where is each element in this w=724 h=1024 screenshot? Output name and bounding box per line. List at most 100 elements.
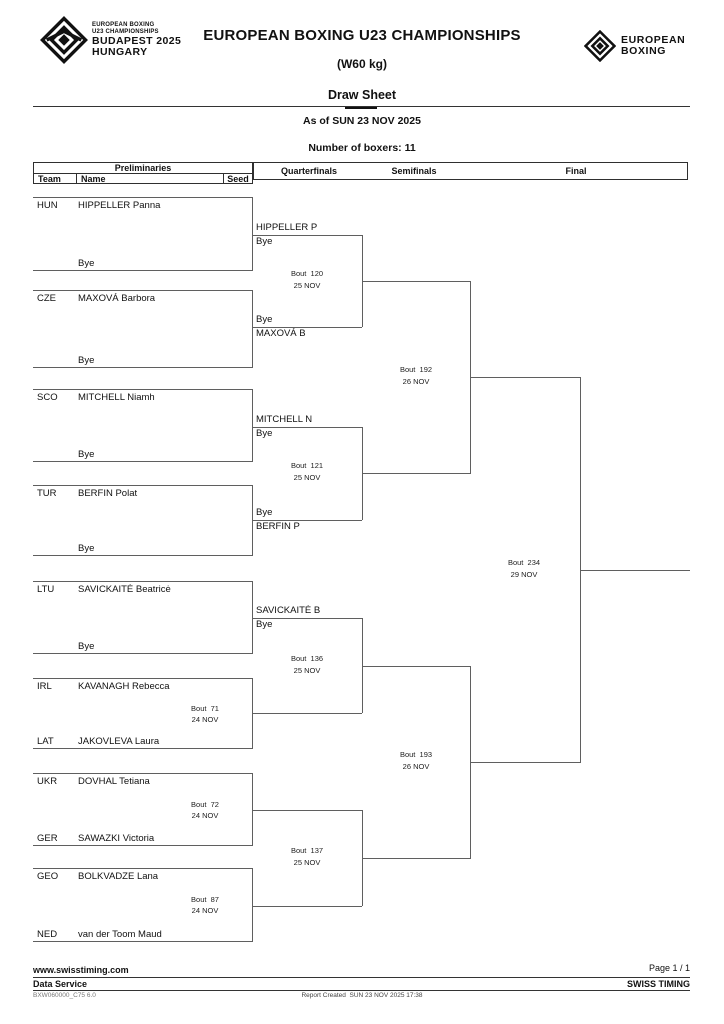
qf-boxer-label: SAVICKAITĖ B xyxy=(256,605,321,616)
header-divider xyxy=(76,174,77,184)
bout-date: 25 NOV xyxy=(293,473,321,482)
boxer-name: BOLKVADZE Lana xyxy=(78,871,159,882)
qf-boxer-label: HIPPELLER P xyxy=(256,222,318,233)
bye-label: Bye xyxy=(78,258,95,269)
left-logo-line2: U23 CHAMPIONSHIPS xyxy=(92,29,159,35)
col-quarterfinals: Quarterfinals xyxy=(280,166,338,176)
bye-label: Bye xyxy=(78,641,95,652)
bout-info: Bout 87 24 NOV xyxy=(175,894,235,916)
bout-number: Bout 71 xyxy=(191,703,219,713)
bracket-line xyxy=(362,473,470,474)
weight-class: (W60 kg) xyxy=(336,57,387,71)
team-code: LTU xyxy=(37,584,55,595)
team-code: UKR xyxy=(37,776,58,787)
bracket-line xyxy=(362,858,470,859)
bracket-line xyxy=(470,377,580,378)
bout-info-qf1: Bout 120 25 NOV xyxy=(267,268,347,292)
footer-rule xyxy=(33,990,690,991)
bracket-line xyxy=(253,713,362,714)
bout-date: 24 NOV xyxy=(191,906,219,915)
footer-report-created: Report Created SUN 23 NOV 2025 17:38 xyxy=(301,992,423,999)
qf-bye-label: Bye xyxy=(256,428,273,439)
as-of-date: As of SUN 23 NOV 2025 xyxy=(303,115,421,127)
bout-date: 25 NOV xyxy=(293,858,321,867)
page-title: EUROPEAN BOXING U23 CHAMPIONSHIPS xyxy=(203,27,521,44)
bout-info-qf4: Bout 137 25 NOV xyxy=(267,845,347,869)
bracket-line xyxy=(362,666,470,667)
boxer-name: MITCHELL Niamh xyxy=(78,392,155,403)
footer-website: www.swisstiming.com xyxy=(33,965,129,975)
diamond-logo-icon xyxy=(40,16,88,64)
footer-swiss-timing: SWISS TIMING xyxy=(627,979,690,989)
bracket-line xyxy=(470,762,580,763)
bout-date: 24 NOV xyxy=(191,810,219,820)
bracket-line xyxy=(362,281,470,282)
header-divider xyxy=(223,174,224,184)
right-logo-line2: BOXING xyxy=(621,45,667,57)
boxer-name: JAKOVLEVA Laura xyxy=(78,736,160,747)
bout-number: Bout 192 xyxy=(399,365,433,374)
qf-bye-label: Bye xyxy=(256,619,273,630)
team-code: SCO xyxy=(37,392,58,403)
bracket-line xyxy=(253,327,362,328)
col-seed: Seed xyxy=(227,174,249,184)
european-boxing-logo: EUROPEAN BOXING xyxy=(584,30,685,62)
boxer-name: DOVHAL Tetiana xyxy=(78,776,150,787)
bye-label: Bye xyxy=(78,543,95,554)
bout-info-qf3: Bout 136 25 NOV xyxy=(267,653,347,677)
right-logo-line1: EUROPEAN xyxy=(621,34,686,46)
prelim-pair-2: CZE MAXOVÁ Barbora Bye xyxy=(33,290,253,368)
prelim-pair-7: UKR DOVHAL Tetiana GER SAWAZKI Victoria … xyxy=(33,773,253,846)
bout-date: 25 NOV xyxy=(293,666,321,675)
sheet-type: Draw Sheet xyxy=(327,88,397,102)
qf-boxer-label: BERFIN P xyxy=(256,521,300,532)
header-rule xyxy=(33,106,690,107)
boxer-name: KAVANAGH Rebecca xyxy=(78,681,170,692)
bout-number: Bout 87 xyxy=(191,895,219,904)
col-team: Team xyxy=(38,174,61,184)
team-code: IRL xyxy=(37,681,52,692)
bout-number: Bout 193 xyxy=(399,750,433,759)
prelim-pair-3: SCO MITCHELL Niamh Bye xyxy=(33,389,253,462)
boxer-name: SAWAZKI Victoria xyxy=(78,833,155,844)
footer-page-number: Page 1 / 1 xyxy=(648,963,690,973)
bye-label: Bye xyxy=(78,449,95,460)
col-name: Name xyxy=(81,174,106,184)
bout-date: 29 NOV xyxy=(510,570,538,579)
prelim-subheader-row: Team Name Seed xyxy=(34,174,252,184)
bout-info: Bout 72 24 NOV xyxy=(175,799,235,821)
bracket-line xyxy=(580,570,690,571)
qf-bye-label: Bye xyxy=(256,236,273,247)
bout-number: Bout 121 xyxy=(290,461,324,470)
team-code: CZE xyxy=(37,293,56,304)
bout-date: 25 NOV xyxy=(293,281,321,290)
footer-data-service: Data Service xyxy=(33,979,88,989)
diamond-logo-icon xyxy=(584,30,616,62)
bout-info-qf2: Bout 121 25 NOV xyxy=(267,460,347,484)
bracket-line xyxy=(253,520,362,521)
bout-info-sf1: Bout 192 26 NOV xyxy=(376,364,456,388)
bracket-line xyxy=(253,427,362,428)
bracket-line xyxy=(253,618,362,619)
left-logo-line1: EUROPEAN BOXING xyxy=(92,22,155,28)
rounds-header-box: Quarterfinals Semifinals Final xyxy=(253,162,688,180)
bout-info: Bout 71 24 NOV xyxy=(175,703,235,725)
footer-report-code: BXW060000_C75 6.0 xyxy=(33,992,96,999)
boxer-name: SAVICKAITĖ Beatricė xyxy=(78,584,171,595)
bout-number: Bout 136 xyxy=(290,654,324,663)
bout-number: Bout 137 xyxy=(290,846,324,855)
bracket-line xyxy=(362,618,363,713)
bout-info-sf2: Bout 193 26 NOV xyxy=(376,749,456,773)
prelim-pair-1: HUN HIPPELLER Panna Bye xyxy=(33,197,253,271)
preliminaries-header-box: Preliminaries Team Name Seed xyxy=(33,162,253,184)
left-logo-text: EUROPEAN BOXING U23 CHAMPIONSHIPS BUDAPE… xyxy=(92,22,181,58)
bracket-line xyxy=(253,810,362,811)
boxer-count: Number of boxers: 11 xyxy=(308,142,416,154)
boxer-name: MAXOVÁ Barbora xyxy=(78,293,156,304)
bout-date: 24 NOV xyxy=(191,714,219,724)
team-code: LAT xyxy=(37,736,54,747)
prelim-pair-4: TUR BERFIN Polat Bye xyxy=(33,485,253,556)
col-preliminaries: Preliminaries xyxy=(34,163,252,174)
qf-boxer-label: MAXOVÁ B xyxy=(256,328,306,339)
prelim-pair-5: LTU SAVICKAITĖ Beatricė Bye xyxy=(33,581,253,654)
